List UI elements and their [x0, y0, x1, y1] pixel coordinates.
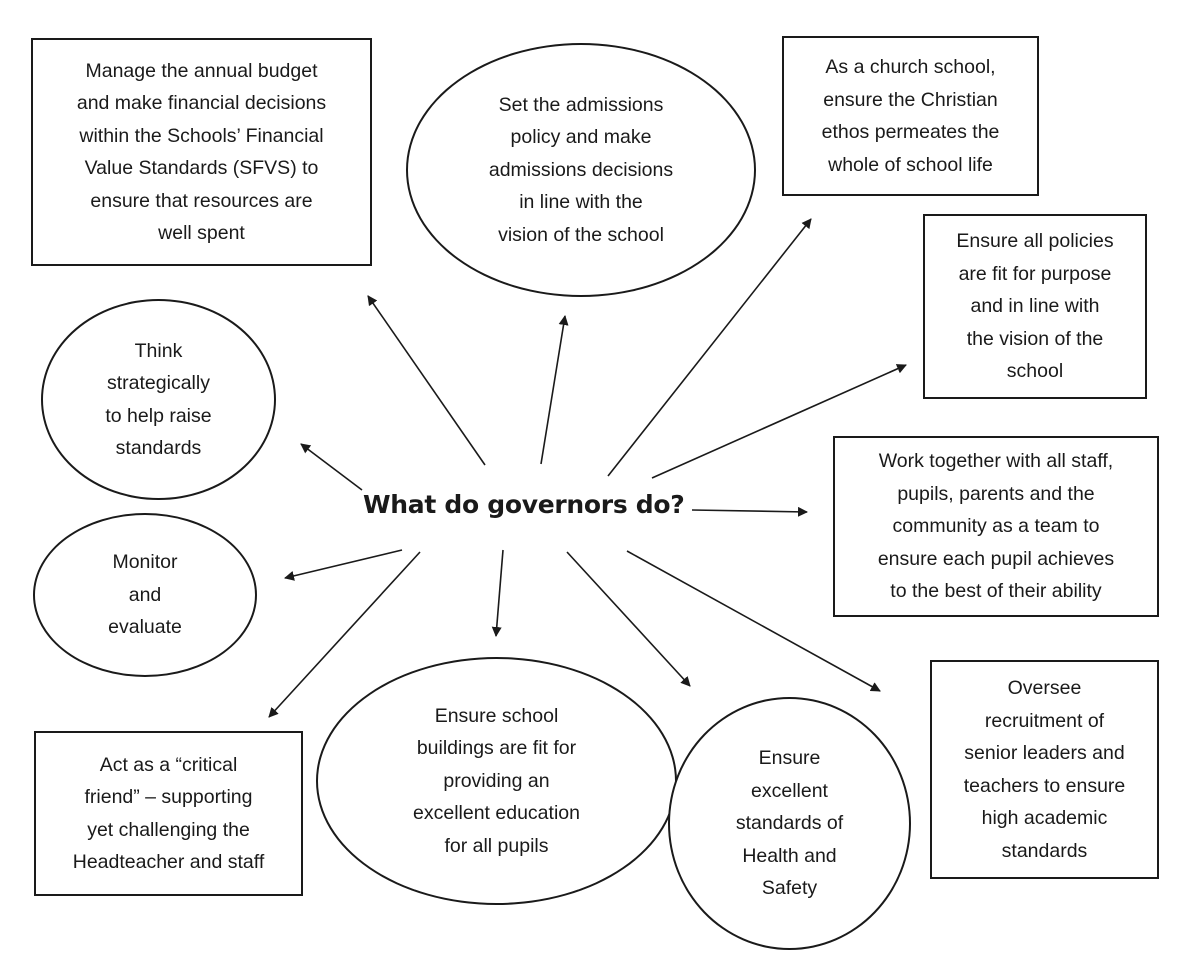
node-buildings: Ensure school buildings are fit for prov… — [316, 657, 677, 905]
arrow-to-church — [607, 218, 812, 477]
node-church-text: As a church school, ensure the Christian… — [821, 56, 1000, 176]
central-question: What do governors do? — [363, 490, 685, 519]
arrow-to-teamwork — [691, 506, 808, 517]
arrow-to-monitor — [284, 549, 403, 581]
node-budget: Manage the annual budget and make financ… — [31, 38, 372, 266]
node-policies-text: Ensure all policies are fit for purpose … — [956, 230, 1114, 383]
arrow-to-admissions — [540, 315, 569, 465]
node-admissions: Set the admissions policy and make admis… — [406, 43, 756, 297]
node-critical-friend-text: Act as a “critical friend” – supporting … — [72, 753, 265, 874]
node-church: As a church school, ensure the Christian… — [782, 36, 1039, 196]
node-teamwork-text: Work together with all staff, pupils, pa… — [877, 450, 1115, 603]
arrow-to-health-safety — [566, 551, 691, 687]
node-recruitment: Oversee recruitment of senior leaders an… — [930, 660, 1159, 879]
node-monitor: Monitor and evaluate — [33, 513, 257, 677]
node-buildings-text: Ensure school buildings are fit for prov… — [413, 704, 580, 857]
node-admissions-text: Set the admissions policy and make admis… — [488, 93, 674, 246]
node-critical-friend: Act as a “critical friend” – supporting … — [34, 731, 303, 896]
node-policies: Ensure all policies are fit for purpose … — [923, 214, 1147, 399]
arrow-to-budget — [367, 295, 486, 466]
node-monitor-text: Monitor and evaluate — [108, 551, 182, 639]
node-strategy-text: Think strategically to help raise standa… — [105, 339, 212, 460]
node-teamwork: Work together with all staff, pupils, pa… — [833, 436, 1159, 617]
arrow-to-buildings — [491, 549, 504, 637]
arrow-to-strategy — [300, 443, 363, 491]
node-health-safety: Ensure excellent standards of Health and… — [668, 697, 911, 950]
node-health-safety-text: Ensure excellent standards of Health and… — [735, 747, 844, 900]
arrow-to-critical-friend — [268, 551, 421, 718]
arrow-to-recruitment — [626, 550, 881, 692]
node-strategy: Think strategically to help raise standa… — [41, 299, 276, 500]
arrow-to-policies — [651, 364, 907, 479]
node-budget-text: Manage the annual budget and make financ… — [76, 59, 327, 245]
node-recruitment-text: Oversee recruitment of senior leaders an… — [963, 677, 1126, 862]
